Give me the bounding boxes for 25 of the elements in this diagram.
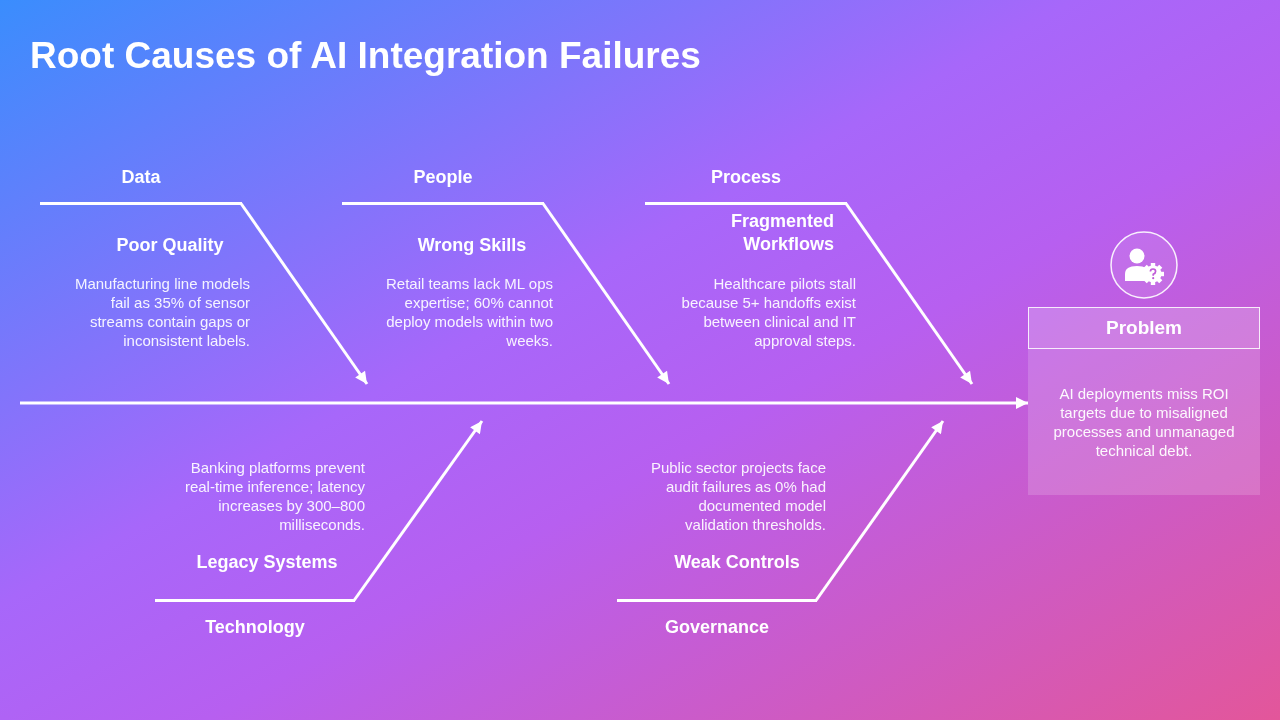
cause-title: Wrong Skills bbox=[416, 234, 528, 257]
category-label: Governance bbox=[617, 599, 817, 641]
cause-title: Weak Controls bbox=[673, 551, 801, 574]
bone-arrow bbox=[239, 202, 369, 385]
category-label: Process bbox=[645, 164, 847, 205]
bone-arrow bbox=[352, 420, 484, 602]
cause-title: Fragmented Workflows bbox=[729, 210, 834, 256]
spine-arrow bbox=[20, 397, 1028, 409]
bone-arrow bbox=[844, 202, 974, 385]
category-label: Data bbox=[40, 164, 242, 205]
category-label: Technology bbox=[155, 599, 355, 641]
problem-card bbox=[1028, 307, 1260, 495]
slide-title: Root Causes of AI Integration Failures bbox=[30, 34, 701, 78]
cause-description: Banking platforms prevent real-time inference; latency increases by 300–800 milliseconds. bbox=[183, 458, 365, 534]
bone-arrow bbox=[814, 420, 945, 602]
category-label: People bbox=[342, 164, 544, 205]
cause-title: Legacy Systems bbox=[195, 551, 339, 574]
problem-description: AI deployments miss ROI targets due to misaligned processes and unmanaged technical debt. bbox=[1052, 384, 1236, 460]
cause-description: Public sector projects face audit failures as 0% had documented model validation thresholds. bbox=[649, 458, 826, 534]
cause-description: Healthcare pilots stall because 5+ handoffs exist between clinical and IT approval steps. bbox=[680, 274, 856, 350]
cause-description: Retail teams lack ML ops expertise; 60% cannot deploy models within two weeks. bbox=[385, 274, 553, 350]
cause-title: Poor Quality bbox=[115, 234, 225, 257]
cause-description: Manufacturing line models fail as 35% of sensor streams contain gaps or inconsistent labels. bbox=[73, 274, 250, 350]
problem-heading: Problem bbox=[1028, 307, 1260, 349]
bone-arrow bbox=[541, 202, 671, 385]
